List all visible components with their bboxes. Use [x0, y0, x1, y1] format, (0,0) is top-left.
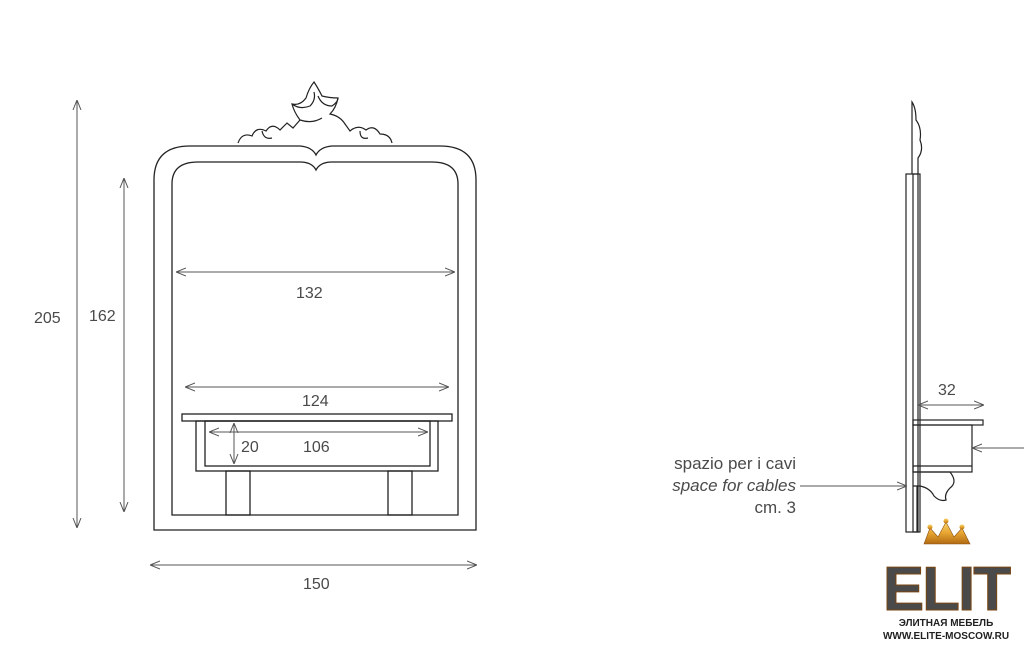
side-dimension-lines [800, 405, 1024, 486]
label-depth: 32 [938, 382, 956, 399]
note-cables-it: spazio per i cavi [674, 454, 796, 473]
side-bracket [913, 471, 955, 502]
logo-brand: ELIT [883, 555, 1011, 624]
logo-subtitle: ЭЛИТНАЯ МЕБЕЛЬ [899, 618, 994, 629]
elit-logo: ELIT ЭЛИТНАЯ МЕБЕЛЬ WWW.ELITE-MOSCOW.RU [882, 518, 1014, 642]
side-drawer [912, 424, 973, 473]
side-labels: 32 spazio per i cavi space for cables cm… [672, 382, 956, 517]
side-mirror-back [912, 173, 919, 533]
front-dimension-lines [77, 100, 477, 565]
label-drawer-height: 20 [241, 439, 259, 456]
label-mirror-height: 162 [89, 308, 116, 325]
mirror-frame-outer [153, 145, 477, 531]
crown-icon [923, 521, 971, 545]
mirror-frame-inner [171, 161, 459, 516]
console-leg-right [387, 470, 413, 516]
console-leg-left [225, 470, 251, 516]
label-total-width: 150 [303, 576, 330, 593]
logo-website: WWW.ELITE-MOSCOW.RU [883, 631, 1009, 642]
side-shelf-top [912, 419, 984, 426]
crown-jewel-right [959, 524, 965, 530]
label-total-height: 205 [34, 310, 61, 327]
crown-jewel-center [943, 518, 949, 524]
crest-ornament [237, 80, 393, 144]
label-drawer-width: 106 [303, 439, 330, 456]
note-cables-size: cm. 3 [754, 498, 796, 517]
drawer [204, 420, 431, 467]
label-mirror-width: 132 [296, 285, 323, 302]
label-shelf-width: 124 [302, 393, 329, 410]
side-view [905, 100, 984, 533]
side-crest [911, 100, 923, 174]
front-dimension-labels: 205 162 132 124 106 20 150 [34, 285, 330, 593]
crown-jewel-left [927, 524, 933, 530]
console-top [181, 413, 453, 422]
note-cables-en: space for cables [672, 476, 796, 495]
front-view [153, 80, 477, 531]
